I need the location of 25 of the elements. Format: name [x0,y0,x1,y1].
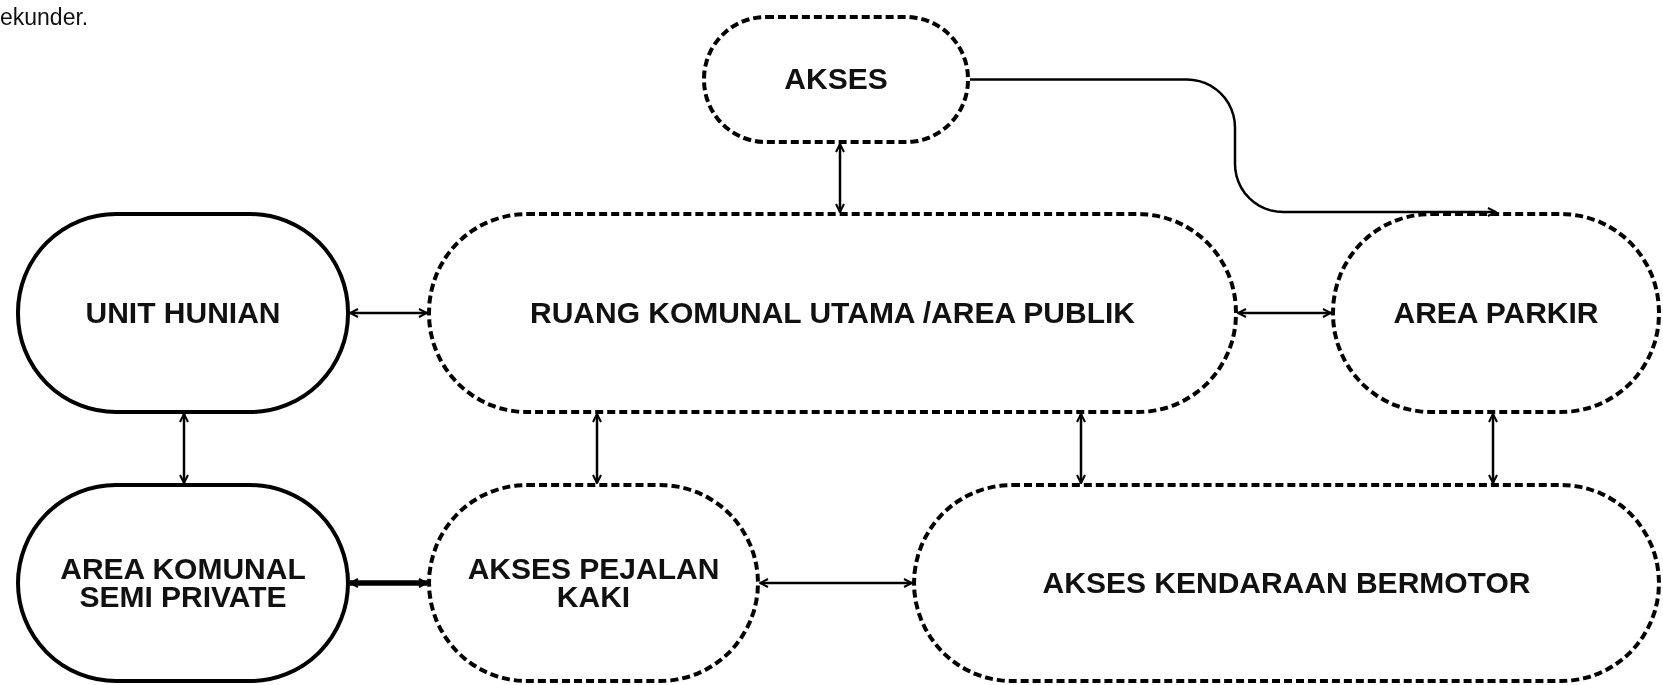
dashed-rounded-box [912,483,1661,683]
node-label: RUANG KOMUNAL UTAMA /AREA PUBLIK [530,298,1135,328]
double-arrow [1237,308,1332,318]
double-arrow [1076,413,1086,484]
double-arrow [1488,413,1498,484]
node-label: AREA PARKIR [1393,298,1599,328]
double-arrow [349,578,428,588]
node-label: AKSES [784,65,888,94]
double-arrow [179,413,189,484]
dashed-rounded-box [427,212,1238,414]
node-label: AKSES PEJALAN KAKI [466,554,721,612]
double-arrow [592,413,602,484]
note-text: ekunder. [0,4,89,31]
node-label: UNIT HUNIAN [85,298,281,328]
rounded-box [16,483,350,683]
double-arrow [349,308,428,318]
rounded-box [16,212,350,414]
dashed-rounded-box [702,15,970,144]
dashed-rounded-box [1331,212,1661,414]
node-label: AKSES KENDARAAN BERMOTOR [1042,568,1531,598]
double-arrow [835,143,845,213]
dashed-rounded-box [427,483,760,683]
double-arrow [759,578,913,588]
node-label: AREA KOMUNAL SEMI PRIVATE [59,554,307,612]
arrow [970,78,1497,217]
